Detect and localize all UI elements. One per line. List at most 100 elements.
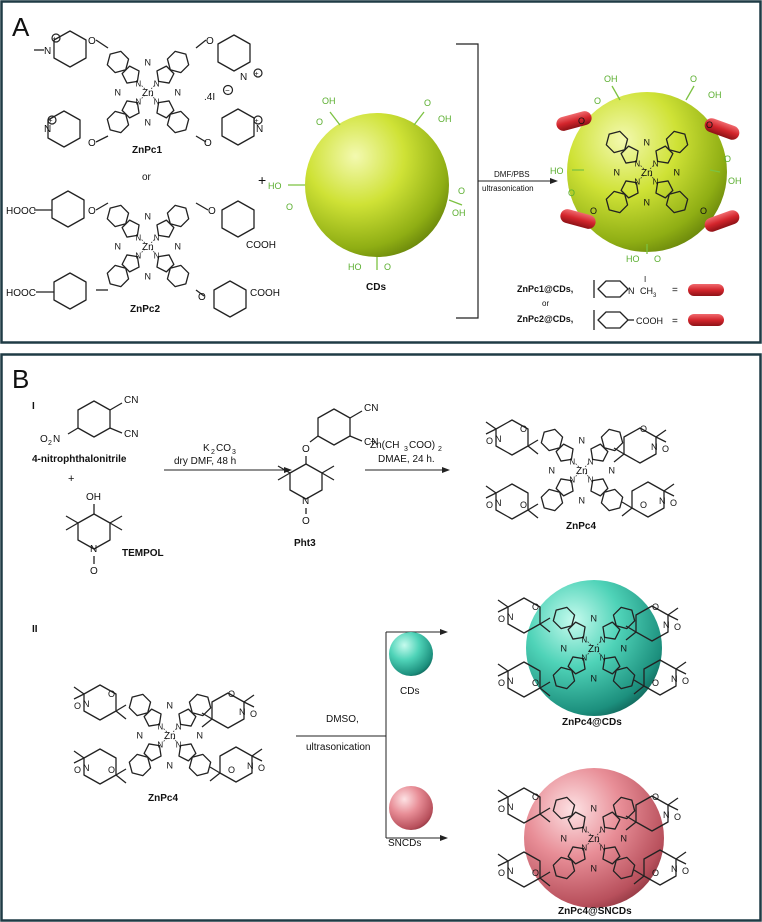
meso-n-atom: N <box>167 761 174 771</box>
tempol-structure: OH N O <box>65 492 123 577</box>
coordination-bond <box>640 174 645 179</box>
meso-n-atom: N <box>674 168 681 178</box>
methyl-bond <box>675 851 687 860</box>
pyrrole-ring <box>156 219 175 238</box>
zn-atom: Zn <box>588 834 600 845</box>
methyl-bond <box>497 663 509 672</box>
hooc-group: HOOC <box>6 206 36 217</box>
znpc1-counter-ion: .4I <box>204 92 215 103</box>
znpc1-substituents: O N + O N + O N + O N + <box>34 30 263 149</box>
meso-n-atom: N <box>644 138 651 148</box>
methyl-bond <box>633 685 645 695</box>
methyl-bond <box>663 483 675 492</box>
n-atom: N <box>671 674 678 684</box>
benzo-ring <box>552 856 576 880</box>
meso-n-atom: N <box>175 88 182 98</box>
no2-o: O <box>40 434 48 445</box>
ho-label: HO <box>550 166 564 176</box>
pyrrole-n-atom: N <box>634 159 640 168</box>
pyrrole-n-atom: N <box>581 825 587 834</box>
pyrrole-n-atom: N <box>157 722 163 731</box>
cond2-zn: Zn(CH <box>370 440 399 451</box>
o-label: O <box>424 98 431 108</box>
znpc4-cds-label: ZnPc4@CDs <box>562 717 622 728</box>
meso-n-atom: N <box>137 731 144 741</box>
pht3-label: Pht3 <box>294 538 316 549</box>
legend-ch3-sub: 3 <box>653 293 657 299</box>
benzo-ring <box>166 110 190 134</box>
methyl-bond <box>243 701 255 708</box>
coordination-bond <box>163 728 168 733</box>
pyrrole-ring <box>602 656 621 675</box>
pyrrole-ring <box>655 145 674 164</box>
o-label: O <box>316 117 323 127</box>
methyl-bond <box>485 428 497 435</box>
reactant1-label: 4-nitrophthalonitrile <box>32 454 127 465</box>
methyl-bond <box>115 774 127 784</box>
o-label: O <box>654 254 661 264</box>
meso-n-atom: N <box>591 614 598 624</box>
branch-arrow <box>296 629 448 841</box>
znpc1-label: ZnPc1 <box>132 145 162 156</box>
step2-condition-1: DMSO, <box>326 714 359 725</box>
legend-rod-1 <box>688 284 724 296</box>
coordination-bond <box>141 94 146 99</box>
cds-sphere <box>305 113 449 257</box>
methyl-bond <box>201 712 213 720</box>
benzo-ring <box>188 753 212 777</box>
o-radical: O <box>682 866 689 876</box>
meso-n-atom: N <box>549 466 556 476</box>
meso-n-atom: N <box>145 272 152 282</box>
o-radical: O <box>486 500 493 510</box>
methyl-bond <box>527 503 539 511</box>
oh-label: OH <box>728 176 742 186</box>
n-atom: N <box>495 434 502 444</box>
panel-a-frame <box>0 0 762 344</box>
pyrrole-n-atom: N <box>634 178 640 187</box>
zn-atom: Zn <box>641 168 653 179</box>
n-atom: N <box>663 620 670 630</box>
methyl-bond <box>251 755 263 762</box>
n-atom: N <box>44 46 51 57</box>
cn-group: CN <box>364 437 378 448</box>
meso-n-atom: N <box>145 58 152 68</box>
methyl-bond <box>251 748 263 757</box>
zn-atom: Zn <box>142 88 154 99</box>
legend-row2-label: ZnPc2@CDs, <box>517 314 573 324</box>
n-atom: N <box>663 810 670 820</box>
methyl-bond <box>209 772 221 782</box>
benzo-ring <box>600 428 624 452</box>
o-atom: O <box>520 424 527 434</box>
reactant2-label: TEMPOL <box>122 548 164 559</box>
n-atom: N <box>507 866 514 876</box>
meso-n-atom: N <box>561 644 568 654</box>
pyrrole-n-atom: N <box>176 741 182 750</box>
n-atom: N <box>256 124 263 135</box>
meso-n-atom: N <box>609 466 616 476</box>
cond2-coo: COO) <box>409 440 435 451</box>
n-atom: N <box>83 763 90 773</box>
znpc2-substituents: O HOOC O COOH HOOC O COOH <box>6 190 280 318</box>
meso-n-atom: N <box>197 731 204 741</box>
coordination-bond <box>649 165 654 170</box>
methyl-bond <box>667 614 679 621</box>
methyl-bond <box>485 421 497 430</box>
o-radical: O <box>682 676 689 686</box>
ho-label: HO <box>268 181 282 191</box>
o-atom: O <box>590 206 597 216</box>
methyl-bond <box>243 694 255 703</box>
methyl-bond <box>675 661 687 670</box>
o-radical: O <box>674 622 681 632</box>
methyl-bond <box>115 704 127 712</box>
benzo-ring <box>106 204 130 228</box>
benzo-ring <box>612 796 636 820</box>
cn-group: CN <box>124 429 138 440</box>
pyrrole-n-atom: N <box>600 844 606 853</box>
methyl-bond <box>201 718 213 728</box>
methyl-bond <box>625 625 637 633</box>
meso-n-atom: N <box>175 242 182 252</box>
o-atom: O <box>532 868 539 878</box>
methyl-bond <box>655 429 667 438</box>
